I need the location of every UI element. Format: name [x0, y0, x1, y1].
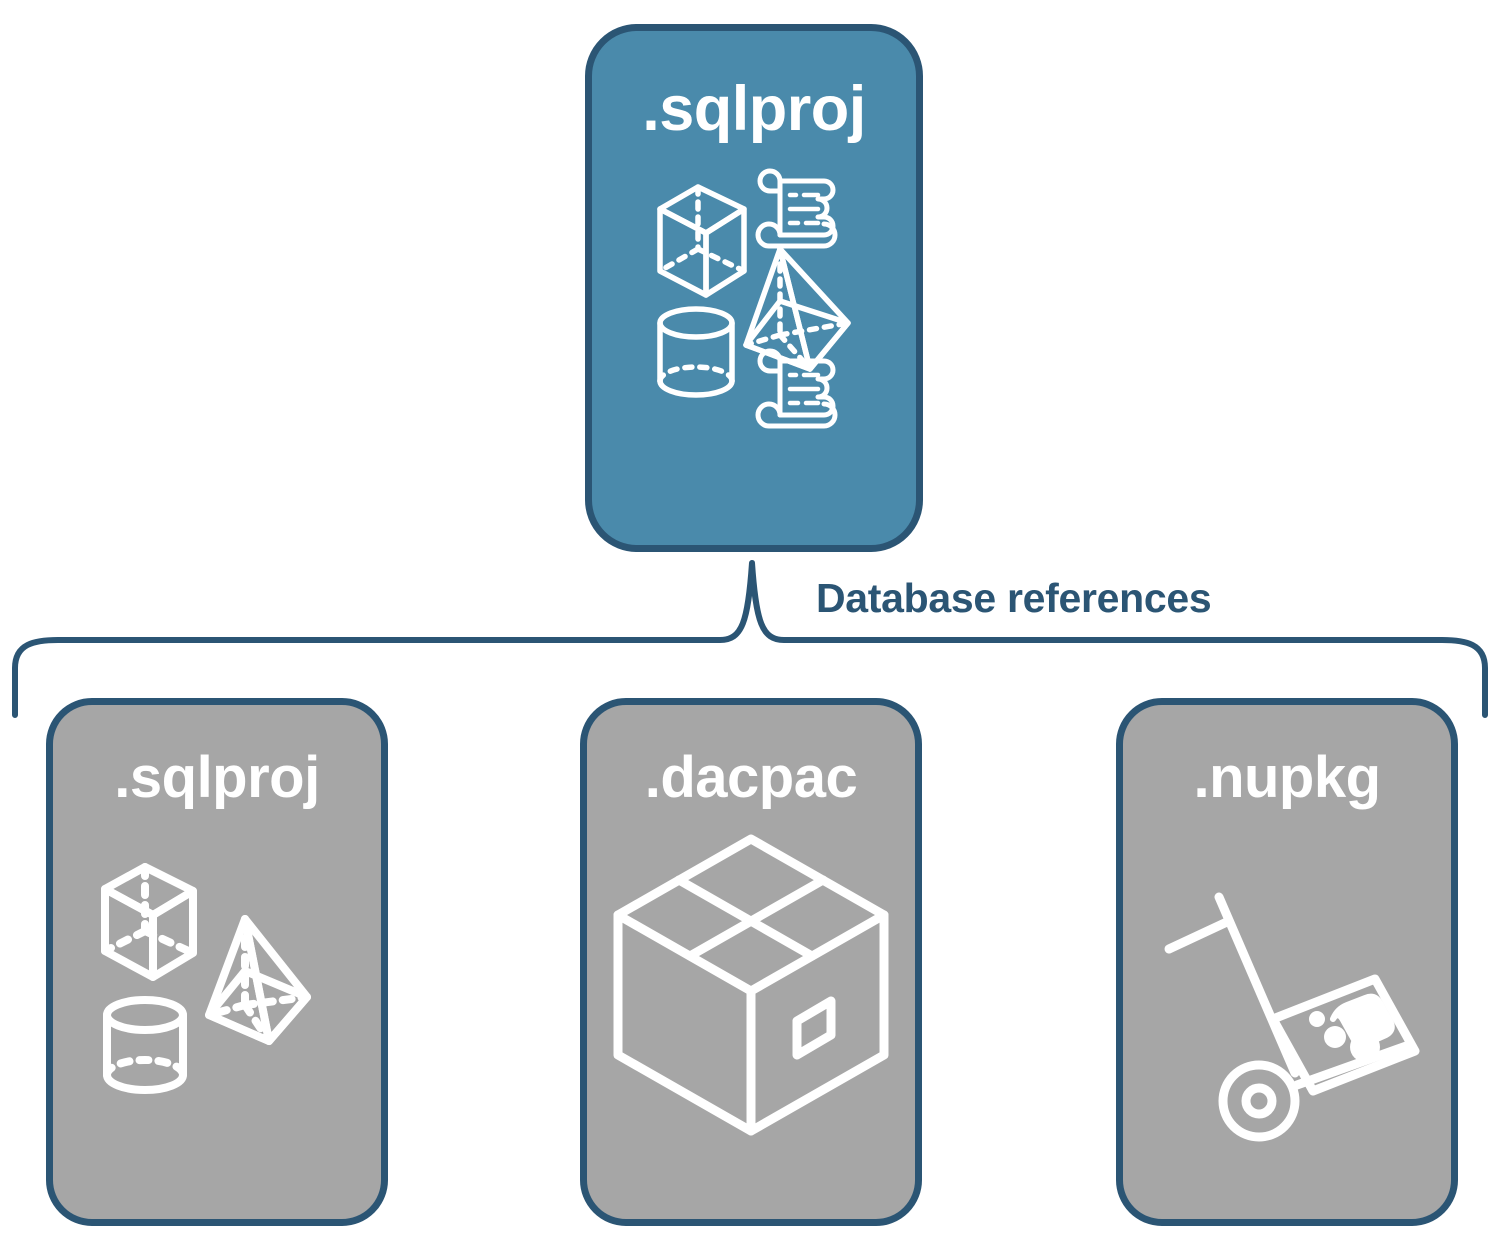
pyramid-icon	[743, 246, 851, 372]
scroll-icon	[755, 168, 838, 249]
scroll-icon	[755, 348, 838, 429]
pyramid-icon	[205, 915, 311, 1045]
icon-group-database-objects	[654, 163, 854, 433]
cylinder-icon	[103, 996, 187, 1094]
connector-label: Database references	[816, 575, 1212, 621]
node-sqlproj-reference[interactable]: .sqlproj	[46, 698, 388, 1226]
icon-group-nuget-delivery	[1137, 823, 1437, 1142]
node-title: .nupkg	[1193, 745, 1381, 810]
package-box-icon	[613, 834, 889, 1136]
node-nupkg[interactable]: .nupkg	[1116, 698, 1458, 1226]
node-title: .sqlproj	[114, 745, 320, 810]
node-dacpac[interactable]: .dacpac	[580, 698, 922, 1226]
icon-group-package	[601, 823, 901, 1136]
node-title: .dacpac	[644, 745, 858, 810]
icon-group-database-objects	[67, 823, 367, 1123]
node-sqlproj-root[interactable]: .sqlproj	[585, 24, 923, 552]
nuget-package-icon	[1268, 974, 1420, 1096]
hand-truck-icon	[1164, 892, 1414, 1142]
cube-icon	[101, 863, 197, 981]
cube-icon	[657, 184, 747, 298]
cylinder-icon	[657, 306, 735, 398]
node-title: .sqlproj	[642, 74, 866, 144]
